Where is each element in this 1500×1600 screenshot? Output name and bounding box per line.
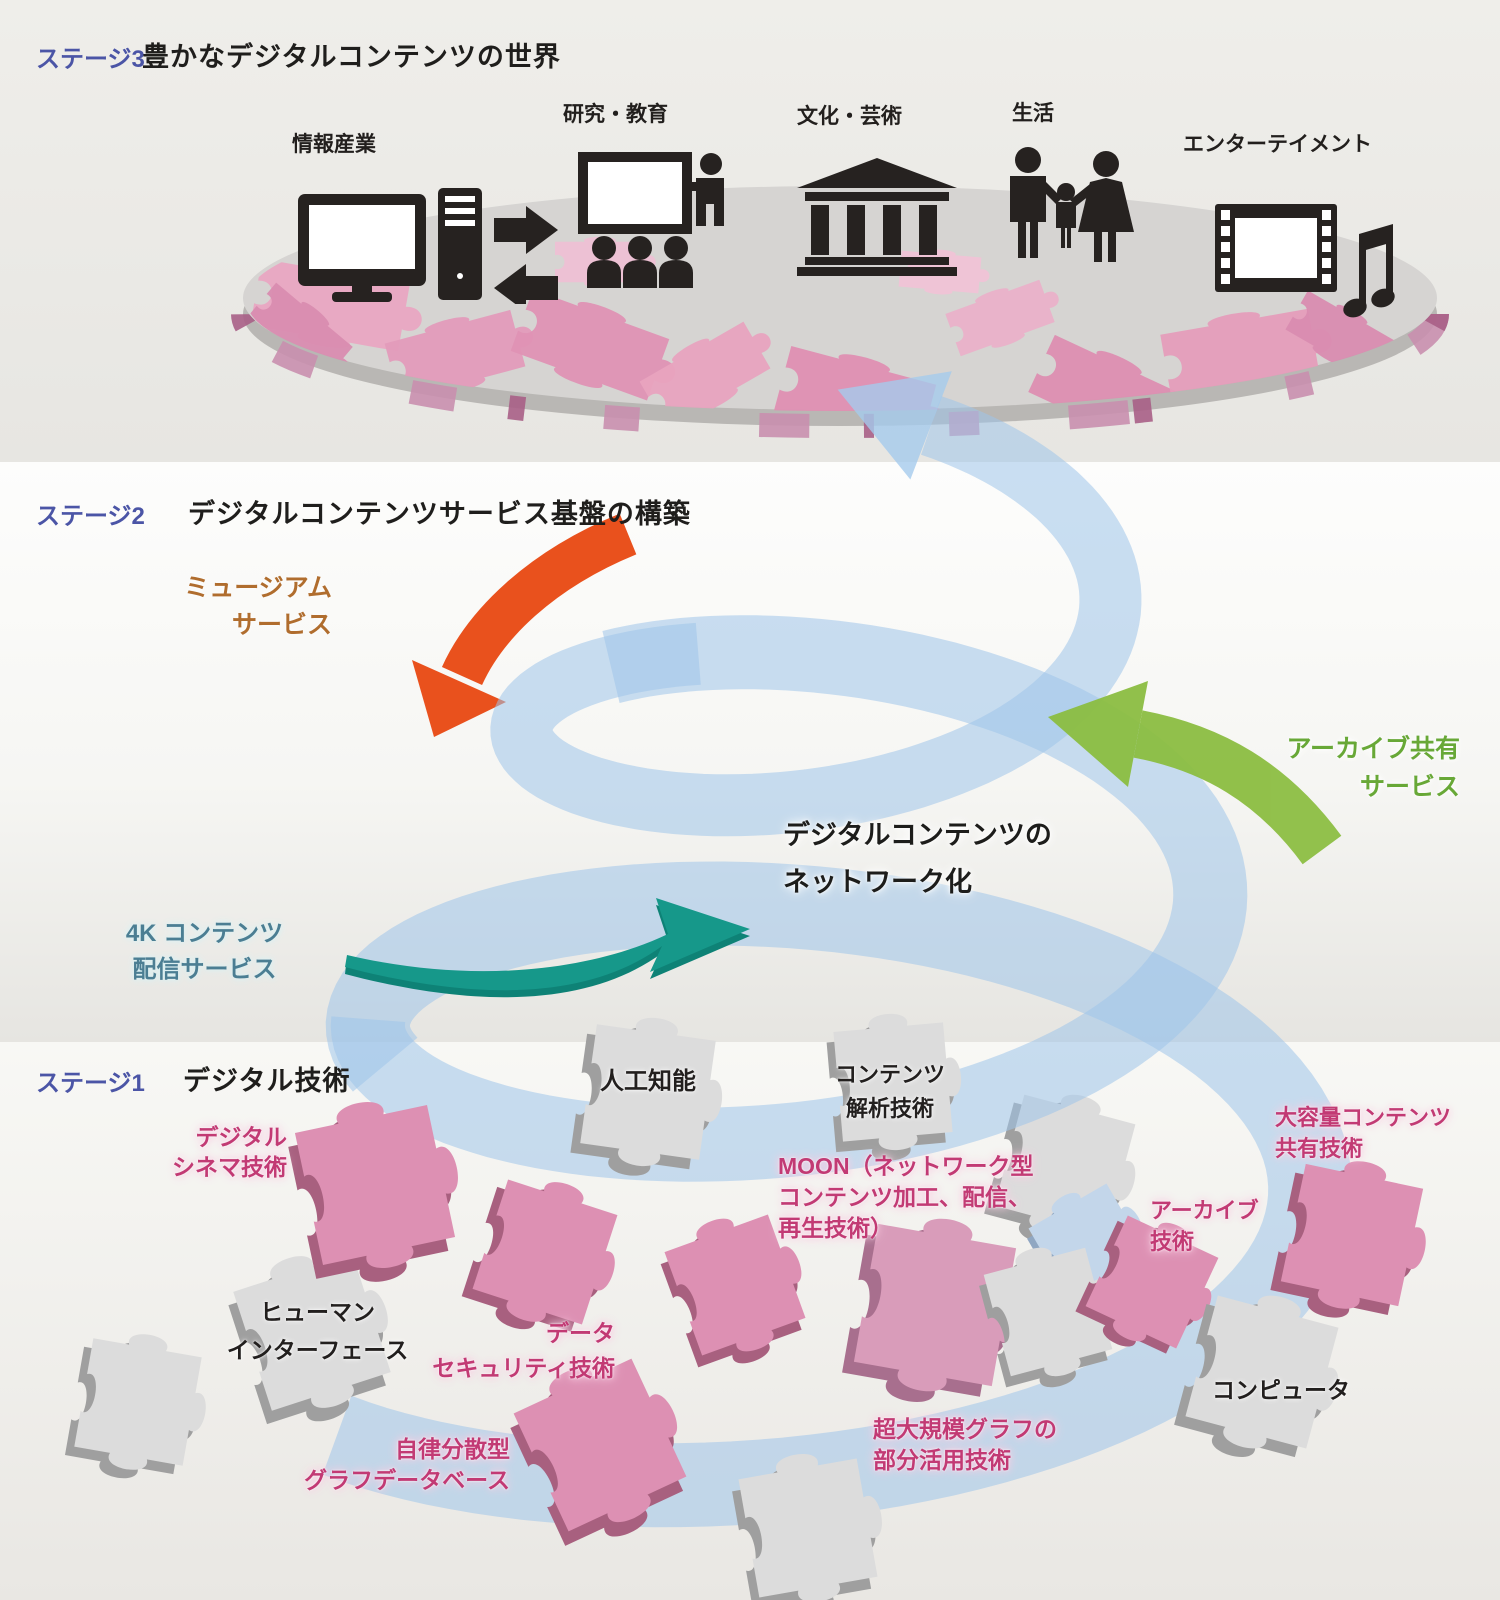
information-industry-icon: [298, 188, 558, 304]
tech-human-interface-label: ヒューマン インターフェース: [226, 1299, 409, 1363]
life-family-icon: [1010, 147, 1134, 262]
tech-autonomous-graph-db-label: 自律分散型 グラフデータベース: [304, 1436, 510, 1493]
sector-life-label: 生活: [1012, 102, 1054, 125]
tech-large-capacity-label: 大容量コンテンツ 共有技術: [1275, 1105, 1452, 1161]
tech-content-analysis-label: コンテンツ 解析技術: [834, 1062, 945, 1121]
sector-research-education-label: 研究・教育: [563, 103, 668, 126]
tech-data-security-label: データ セキュリティ技術: [432, 1320, 615, 1381]
puzzle-piece: [62, 1325, 218, 1490]
sector-culture-art-label: 文化・芸術: [797, 105, 902, 128]
disc-rim-pink-stripes: [231, 312, 1449, 438]
stage3-label: ステージ3: [36, 46, 145, 73]
network-center-label: デジタルコンテンツの ネットワーク化: [783, 820, 1052, 897]
stage2-label: ステージ2: [36, 503, 145, 530]
sector-entertainment-label: エンターテイメント: [1183, 133, 1372, 156]
tech-archive-label: アーカイブ 技術: [1150, 1198, 1259, 1254]
four-k-service-label: 4K コンテンツ 配信サービス: [125, 920, 284, 983]
entertainment-icon: [1215, 204, 1395, 318]
archive-share-service-arrow: [1048, 681, 1342, 865]
spiral-ribbon: [490, 396, 1142, 837]
culture-art-icon: [797, 158, 957, 276]
museum-service-label: ミュージアム サービス: [184, 574, 332, 639]
tech-digital-cinema-label: デジタル シネマ技術: [172, 1124, 287, 1180]
research-education-icon: [578, 152, 724, 288]
stage3-title: 豊かなデジタルコンテンツの世界: [142, 42, 561, 72]
sector-info-industry-label: 情報産業: [292, 133, 376, 156]
stage1-title: デジタル技術: [183, 1066, 351, 1096]
spiral-ribbon: [330, 615, 1248, 1182]
tech-computer-label: コンピュータ: [1212, 1377, 1350, 1403]
stage2-title: デジタルコンテンツサービス基盤の構築: [188, 499, 691, 529]
museum-service-arrow: [412, 513, 637, 737]
archive-share-service-label: アーカイブ共有 サービス: [1286, 735, 1460, 801]
tech-ai-label: 人工知能: [600, 1068, 696, 1095]
four-k-delivery-arrow: [345, 898, 750, 998]
tech-huge-graph-label: 超大規模グラフの 部分活用技術: [873, 1416, 1057, 1473]
tech-moon-label: MOON（ネットワーク型 コンテンツ加工、配信、 再生技術）: [778, 1153, 1034, 1241]
spiral-arrowhead: [837, 371, 952, 480]
stage1-label: ステージ1: [36, 1070, 145, 1097]
